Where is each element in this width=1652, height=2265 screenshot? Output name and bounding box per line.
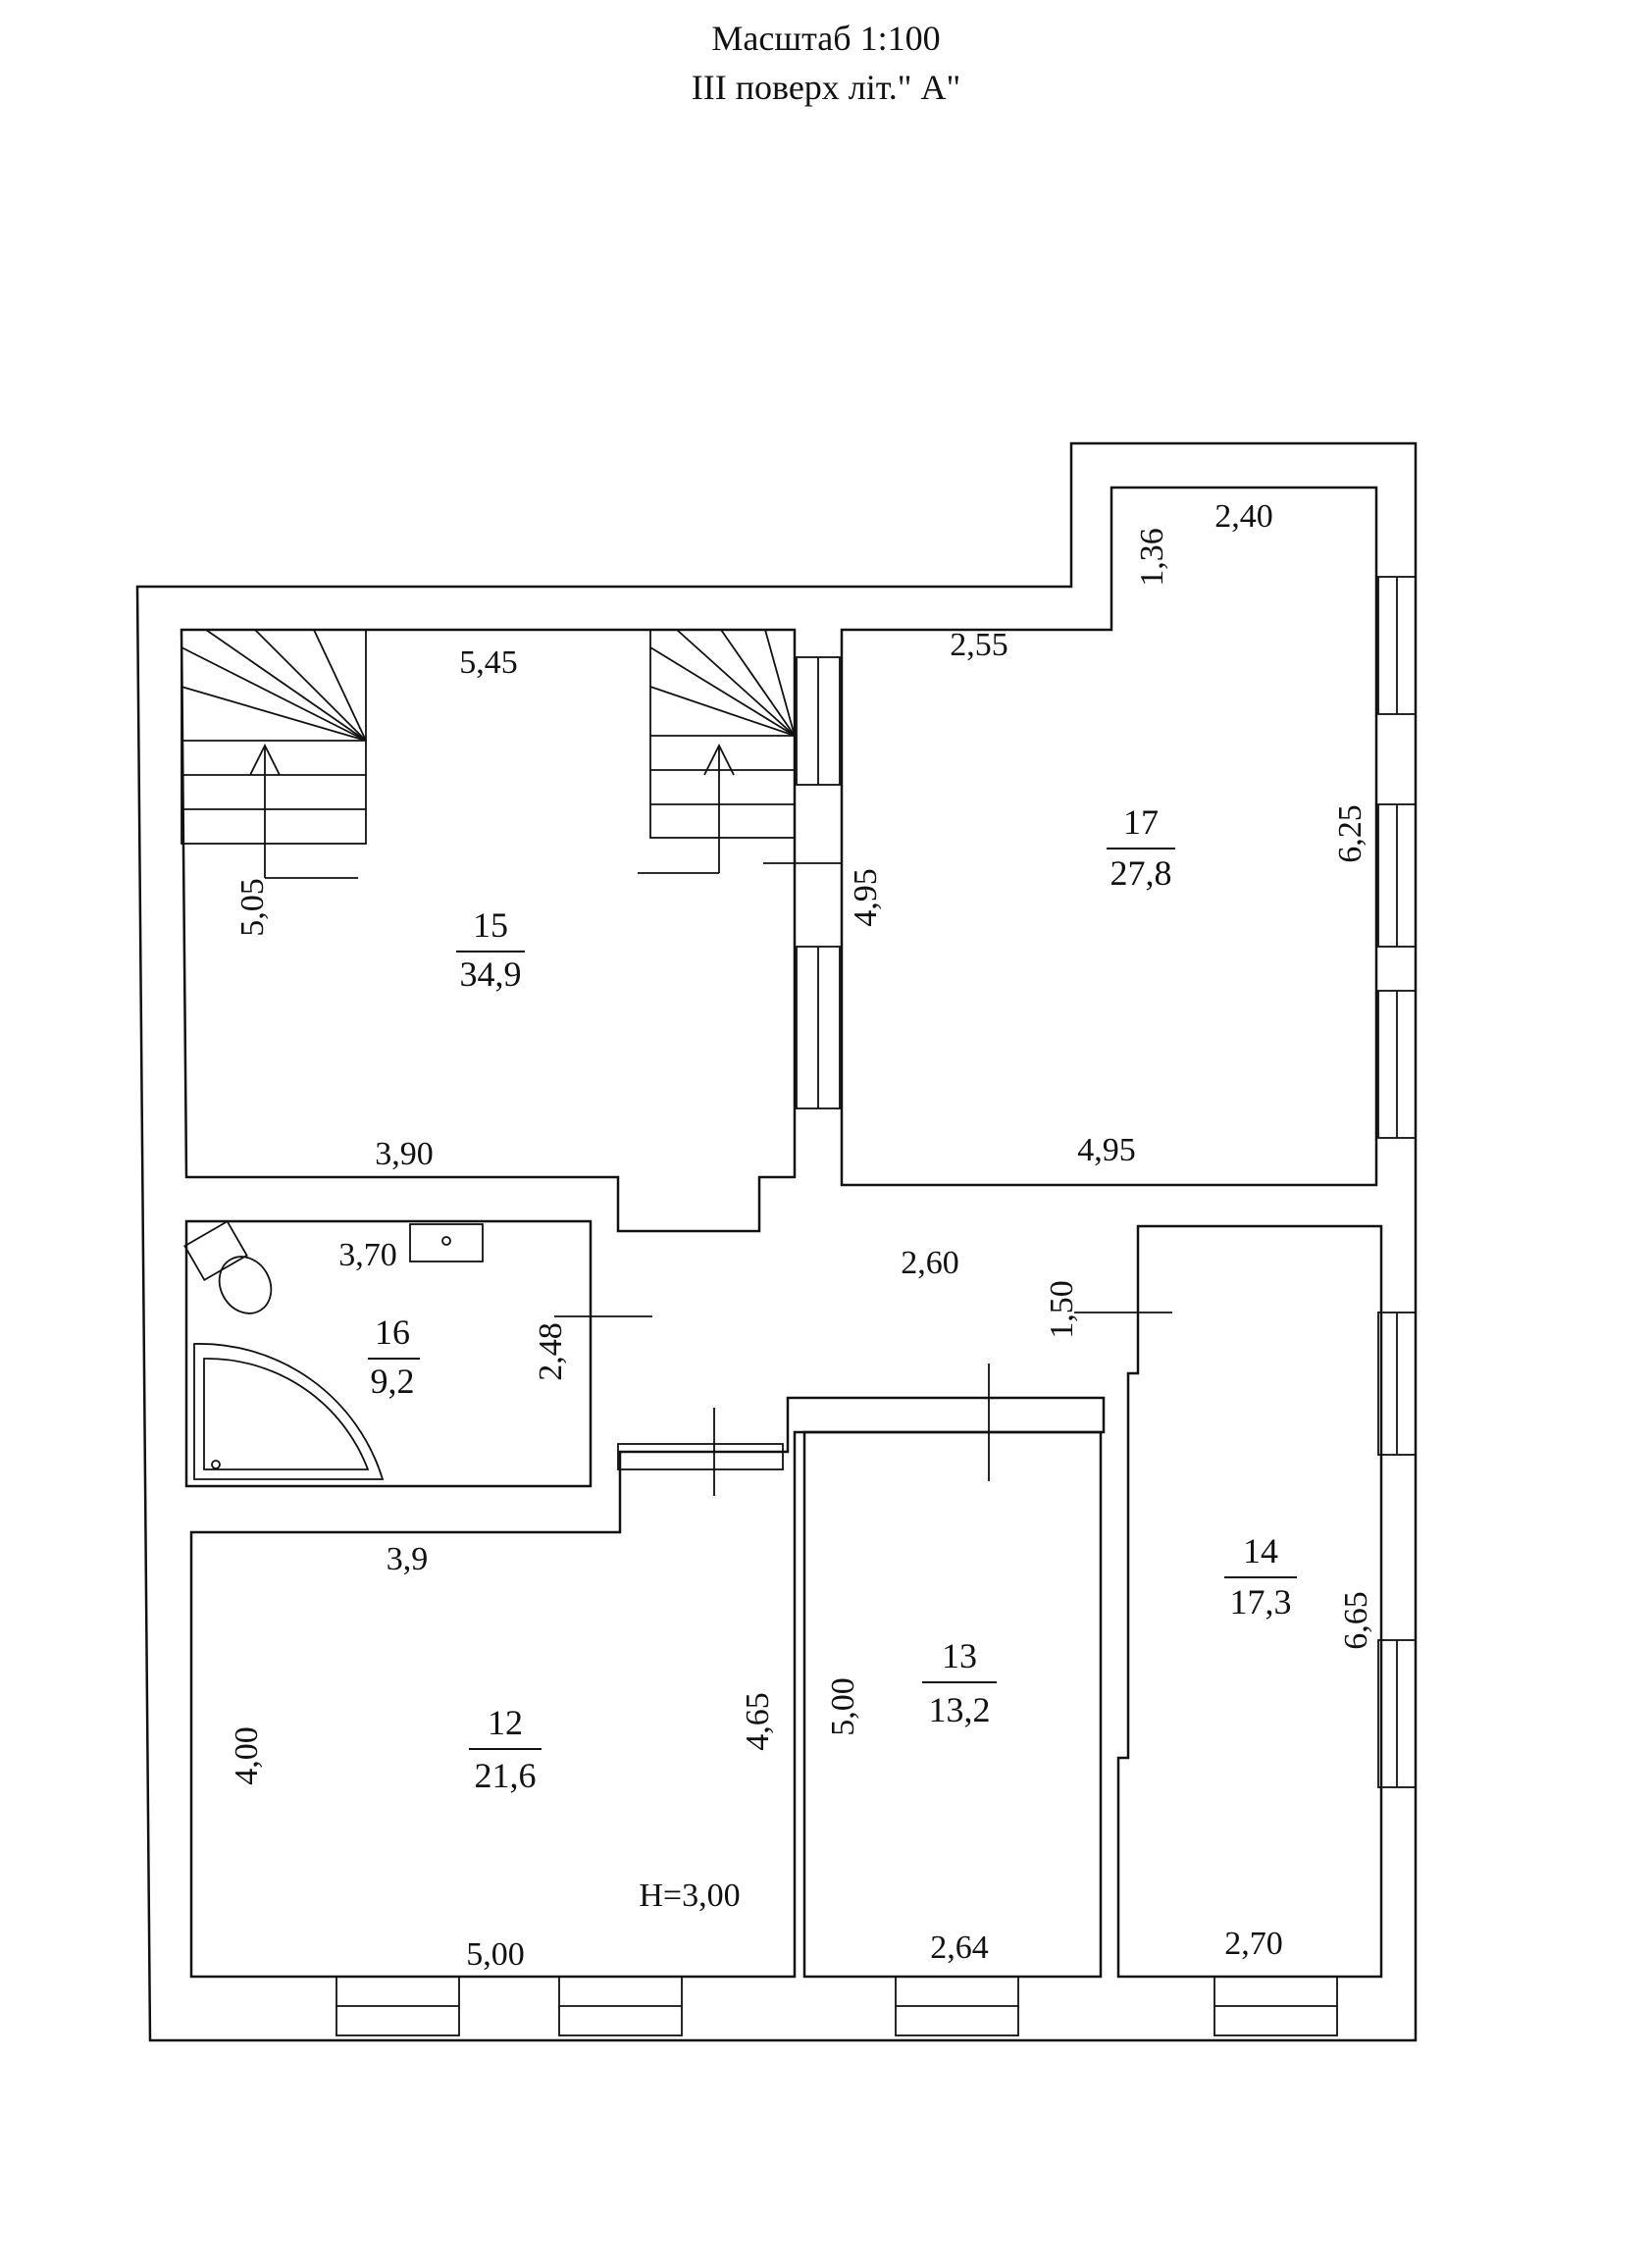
dim-4-95-h: 4,95: [1077, 1132, 1136, 1168]
staircase-left: [181, 629, 367, 879]
dim-5-45: 5,45: [459, 644, 518, 681]
dim-1-36: 1,36: [1134, 528, 1170, 587]
room-17-number: 17: [1123, 802, 1159, 842]
staircase-right: [638, 629, 796, 874]
dim-6-25: 6,25: [1332, 804, 1368, 863]
room-14-number: 14: [1243, 1531, 1278, 1570]
dim-4-95-v: 4,95: [848, 868, 884, 927]
room-13-label: 13 13,2: [922, 1636, 997, 1729]
dim-2-40: 2,40: [1214, 498, 1273, 535]
dim-2-64: 2,64: [930, 1930, 989, 1966]
door-marks: [554, 862, 1172, 1496]
dim-3-90: 3,90: [375, 1136, 434, 1172]
dim-6-65: 6,65: [1338, 1591, 1374, 1650]
room-16-label: 16 9,2: [368, 1313, 420, 1401]
dim-4-65: 4,65: [740, 1692, 776, 1751]
dim-5-05: 5,05: [234, 878, 271, 937]
room-14-label: 14 17,3: [1224, 1531, 1297, 1622]
room-13-outline: [802, 1430, 1103, 1979]
bathtub-icon: [193, 1343, 385, 1480]
room-17-area: 27,8: [1110, 853, 1172, 893]
dim-5-00-h: 5,00: [466, 1936, 525, 1973]
toilet-icon: [183, 1219, 273, 1314]
room-12-area: 21,6: [475, 1756, 537, 1795]
room-13-area: 13,2: [929, 1690, 991, 1729]
room-16-number: 16: [375, 1313, 410, 1352]
room-17-outline: [840, 486, 1378, 1187]
dim-2-48: 2,48: [533, 1322, 569, 1381]
windows: [336, 576, 1417, 2036]
floor-label: III поверх літ." А": [691, 68, 961, 107]
scale-label: Масштаб 1:100: [711, 19, 941, 58]
dim-4-00: 4,00: [229, 1726, 265, 1785]
height-note: H=3,00: [639, 1878, 740, 1914]
dim-2-70: 2,70: [1224, 1926, 1283, 1962]
room-15-number: 15: [473, 905, 508, 945]
room-17-label: 17 27,8: [1107, 802, 1175, 893]
dim-3-70: 3,70: [338, 1237, 397, 1273]
room-16-outline: [184, 1219, 593, 1488]
outer-wall: [135, 441, 1418, 2042]
sink-icon: [409, 1223, 484, 1262]
dim-2-60: 2,60: [901, 1245, 959, 1281]
room-16-area: 9,2: [371, 1362, 415, 1401]
room-12-number: 12: [488, 1703, 523, 1742]
room-12-label: 12 21,6: [469, 1703, 542, 1795]
room-15-label: 15 34,9: [456, 905, 525, 994]
dim-3-9: 3,9: [387, 1541, 429, 1577]
room-14-outline: [1116, 1224, 1383, 1979]
dim-2-55: 2,55: [950, 627, 1008, 663]
room-15-area: 34,9: [460, 954, 522, 994]
room-13-number: 13: [942, 1636, 977, 1675]
room-14-area: 17,3: [1230, 1582, 1292, 1622]
dim-1-50: 1,50: [1044, 1280, 1080, 1339]
dim-5-00-v: 5,00: [825, 1677, 861, 1736]
